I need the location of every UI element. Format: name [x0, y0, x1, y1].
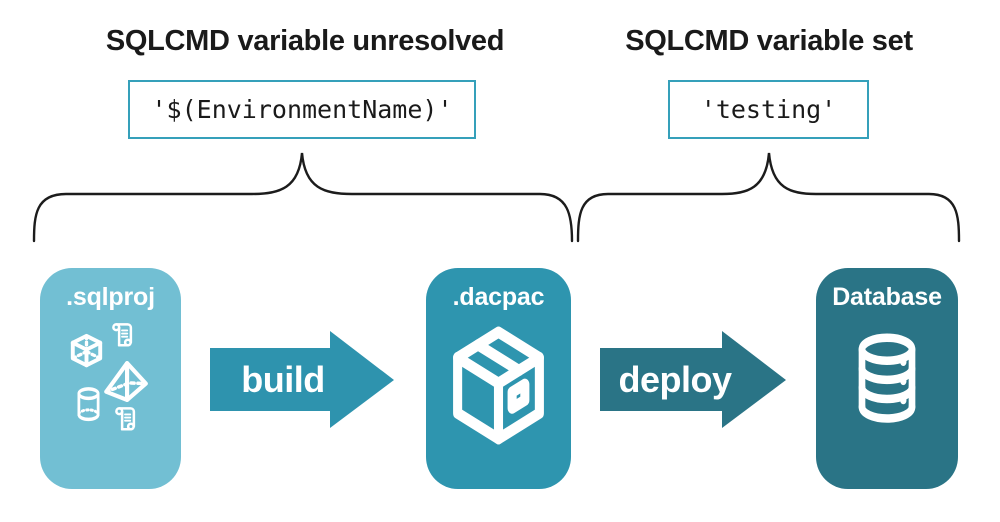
cylinder-icon [77, 387, 100, 422]
heading-variable-set: SQLCMD variable set [625, 25, 913, 57]
scroll-script-icon [112, 323, 133, 347]
unresolved-value-text: '$(EnvironmentName)' [151, 95, 453, 124]
stage-card-dacpac: .dacpac [426, 268, 571, 489]
cube-icon [70, 333, 103, 368]
database-title: Database [832, 283, 942, 311]
heading-variable-unresolved: SQLCMD variable unresolved [105, 25, 505, 57]
pyramid-icon [104, 361, 148, 402]
scroll-script-icon [115, 407, 136, 431]
build-arrow-label: build [241, 359, 325, 400]
dacpac-title: .dacpac [452, 283, 545, 311]
package-box-icon [453, 326, 544, 445]
sqlproj-title: .sqlproj [66, 283, 155, 311]
deploy-arrow-label: deploy [618, 359, 732, 400]
code-box-unresolved-value: '$(EnvironmentName)' [128, 80, 476, 139]
stage-card-database: Database [816, 268, 958, 489]
stage-card-sqlproj: .sqlproj [40, 268, 181, 489]
set-value-text: 'testing' [700, 95, 837, 124]
database-cylinder-icon [858, 333, 916, 423]
code-box-set-value: 'testing' [668, 80, 869, 139]
